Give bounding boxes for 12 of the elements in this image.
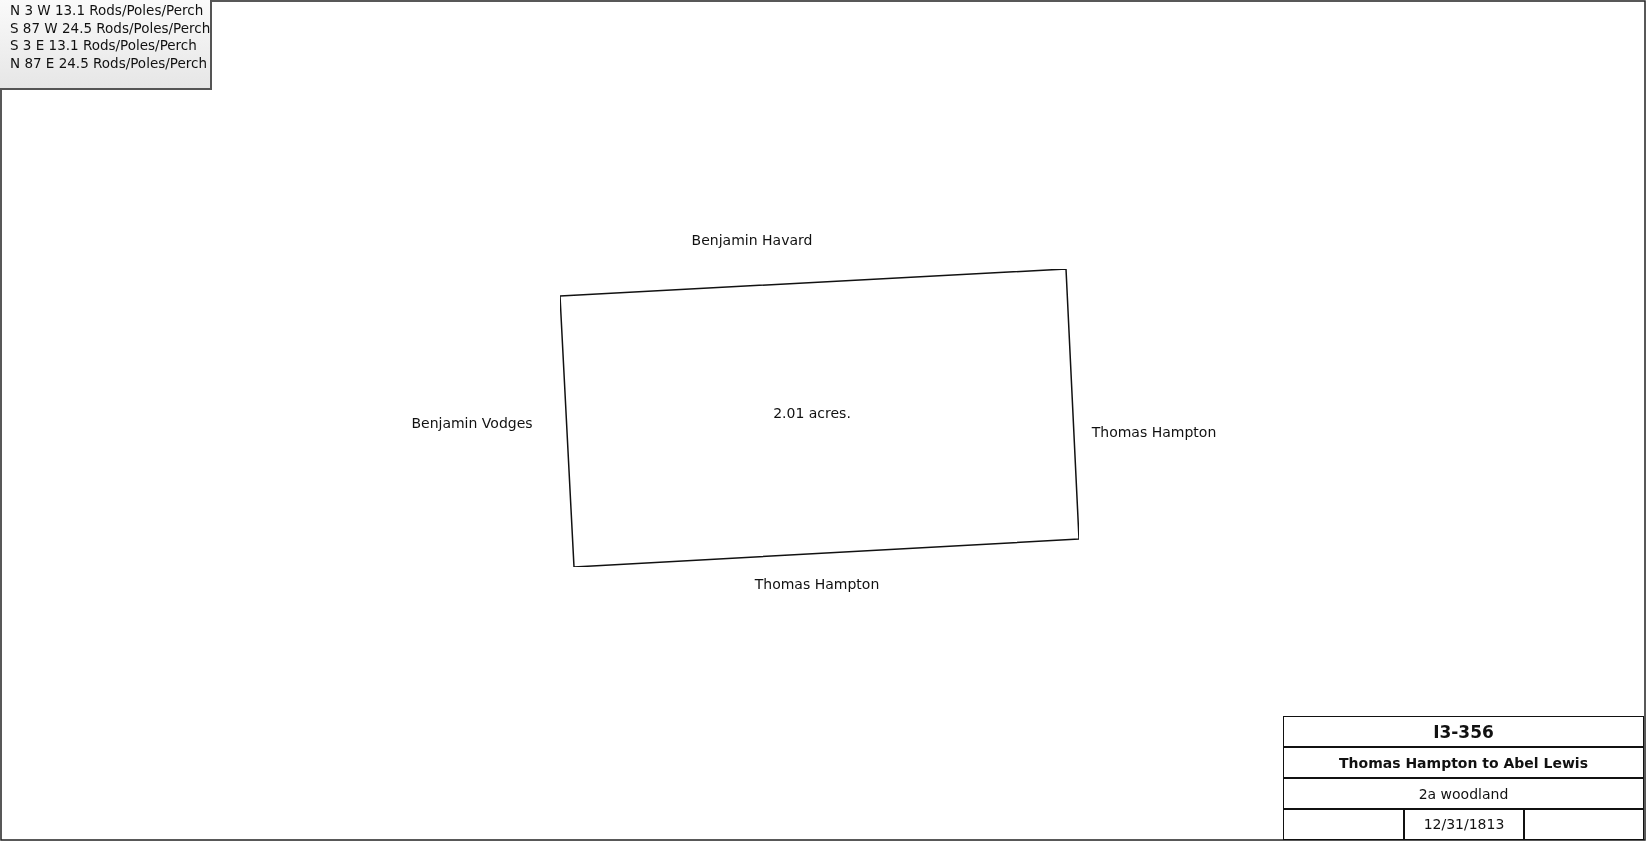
bearing-text: S 3 E 13.1 Rods/Poles/Perch xyxy=(10,37,197,53)
title-block-cell: I3-356 xyxy=(1283,716,1644,748)
bearing-text: S 87 W 24.5 Rods/Poles/Perch xyxy=(10,19,211,36)
parcel-outline xyxy=(560,269,1079,567)
title-block-cell: 12/31/1813 xyxy=(1403,808,1525,840)
title-block-cell: 2a woodland xyxy=(1283,777,1644,810)
adjoiner-label: Benjamin Vodges xyxy=(411,415,533,431)
title-block-cell: Thomas Hampton to Abel Lewis xyxy=(1283,746,1644,779)
bearing-text: N 87 E 24.5 Rods/Poles/Perch xyxy=(10,54,207,71)
area-label: 2.01 acres. xyxy=(773,405,851,421)
adjoiner-label: Benjamin Havard xyxy=(691,232,813,248)
bearing-text: N 3 W 13.1 Rods/Poles/Perch xyxy=(10,2,204,18)
